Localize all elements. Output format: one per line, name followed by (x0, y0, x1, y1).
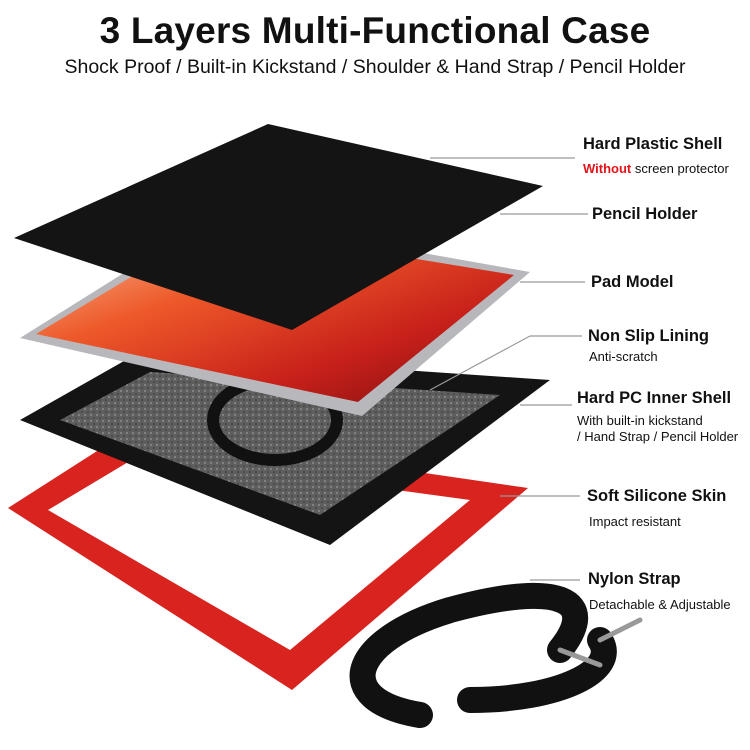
callout-non-slip-lining-detail: Anti-scratch (589, 349, 658, 364)
callout-nylon-strap: Nylon Strap (588, 570, 681, 588)
callout-hard-plastic-shell-detail: Without screen protector (583, 161, 729, 176)
callout-non-slip-lining: Non Slip Lining (588, 327, 709, 345)
callout-hard-pc-inner-shell: Hard PC Inner Shell (577, 389, 732, 407)
detail-text: screen protector (631, 161, 729, 176)
page-title: 3 Layers Multi-Functional Case (99, 10, 651, 51)
callout-hard-pc-inner-shell-detail2: / Hand Strap / Pencil Holder (577, 429, 739, 444)
callout-soft-silicone-skin-detail: Impact resistant (589, 514, 681, 529)
nylon-strap (349, 582, 643, 728)
inner-shell (20, 352, 550, 545)
leader-lines (429, 157, 588, 581)
callout-hard-pc-inner-shell-detail: With built-in kickstand (577, 413, 703, 428)
callout-soft-silicone-skin: Soft Silicone Skin (587, 487, 727, 505)
callout-pad-model: Pad Model (591, 273, 674, 291)
callout-pencil-holder: Pencil Holder (592, 205, 698, 223)
highlight-text: Without (583, 161, 632, 176)
callout-hard-plastic-shell: Hard Plastic Shell (583, 135, 723, 153)
page-subtitle: Shock Proof / Built-in Kickstand / Shoul… (64, 56, 686, 78)
callout-nylon-strap-detail: Detachable & Adjustable (589, 597, 731, 612)
hard-plastic-shell (14, 124, 543, 330)
